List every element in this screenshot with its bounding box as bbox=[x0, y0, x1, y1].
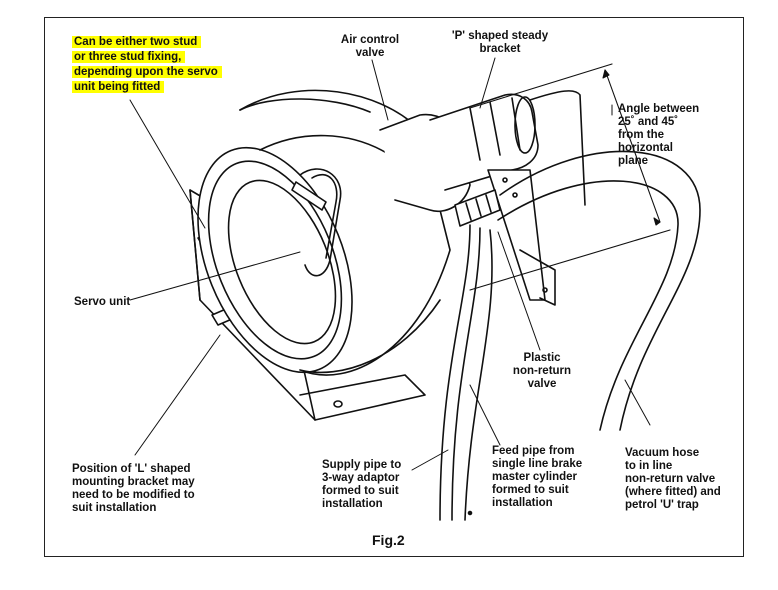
leader-lines bbox=[129, 57, 651, 471]
plastic-valve-label: Plastic non-return valve bbox=[512, 352, 572, 390]
stud-fixing-note: Can be either two stud or three stud fix… bbox=[72, 35, 222, 95]
servo-unit-label: Servo unit bbox=[74, 296, 131, 308]
vacuum-hose-label: Vacuum hose to in line non-return valve … bbox=[625, 447, 721, 511]
l-bracket-label: Position of 'L' shaped mounting bracket … bbox=[72, 463, 195, 514]
air-control-valve bbox=[379, 90, 586, 212]
steady-bracket-label: 'P' shaped steady bracket bbox=[451, 30, 549, 55]
supply-pipe-label: Supply pipe to 3-way adaptor formed to s… bbox=[322, 459, 402, 510]
feed-pipe-label: Feed pipe from single line brake master … bbox=[492, 445, 583, 509]
air-control-valve-label: Air control valve bbox=[340, 34, 400, 59]
angle-dimension bbox=[469, 63, 671, 291]
supply-and-feed-pipes bbox=[439, 224, 493, 521]
clamp-band bbox=[291, 168, 342, 277]
figure-caption: Fig.2 bbox=[372, 532, 405, 548]
plastic-non-return-valve bbox=[454, 189, 501, 227]
angle-label: Angle between 25˚ and 45˚ from the horiz… bbox=[618, 103, 700, 167]
p-steady-bracket bbox=[487, 169, 556, 306]
vacuum-hose bbox=[497, 150, 701, 431]
